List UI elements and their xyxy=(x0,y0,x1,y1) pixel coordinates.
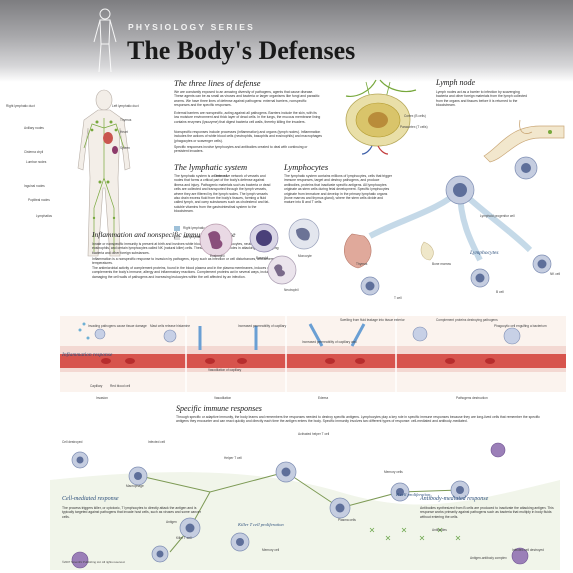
inflammation-response-panel xyxy=(60,316,566,392)
stage-label-pathogens-destruction: Pathogens destruction xyxy=(456,396,488,400)
three-lines-paragraph: Nonspecific responses include processes … xyxy=(174,130,322,143)
white-blood-cells-illustration xyxy=(199,218,320,285)
legend-right-drainage xyxy=(174,226,180,231)
specific-label-memory-cell: Memory cell xyxy=(262,548,280,552)
three-lines-paragraph: We are constantly exposed to an amazing … xyxy=(174,90,320,108)
body-label-lumbar-nodes: Lumbar nodes xyxy=(26,160,47,164)
inflammation-paragraph: The antimicrobial activity of complement… xyxy=(92,266,274,279)
specific-label-plasma-cells: Plasma cells xyxy=(338,518,356,522)
antibody-mediated-text: Antibodies synthesized from B cells are … xyxy=(420,506,554,519)
footer-credit: ©2007 Scientific Publishing Ltd. All rig… xyxy=(62,560,126,564)
series-label: PHYSIOLOGY SERIES xyxy=(128,22,255,32)
specific-label-helper-t: Helper T cell xyxy=(224,456,242,460)
body-label-inguinal-nodes: Inguinal nodes xyxy=(24,184,45,188)
stage-label-edema: Edema xyxy=(318,396,329,400)
inflammation-paragraph: Inflammation is a nonspecific response t… xyxy=(92,257,274,265)
body-label-thymus: Thymus xyxy=(120,118,132,122)
specific-label-antigen-antibody-complex: Antigen-antibody complex xyxy=(470,556,507,560)
stage-label-invasion: Invasion xyxy=(96,396,108,400)
lymphocyte-label-b-cell: B cell xyxy=(496,290,504,294)
lymphocyte-label-nk-cell: NK cell xyxy=(550,272,561,276)
header-figure-icon xyxy=(93,8,117,73)
body-label-right-lymphatic-duct: Right lymphatic duct xyxy=(6,104,35,108)
lymphatic-body-figure xyxy=(77,89,131,257)
lymph-node-illustration xyxy=(345,79,417,155)
specific-label-infected-cell: Infected cell xyxy=(148,440,166,444)
specific-label-antibodies: Antibodies xyxy=(432,528,447,532)
callout-invading-pathogens: Invading pathogens cause tissue damage xyxy=(88,324,147,328)
body-label-heart: Heart xyxy=(120,130,128,134)
three-lines-heading: The three lines of defense xyxy=(174,78,261,88)
lymphocyte-lineage-diagram xyxy=(344,156,552,296)
callout-permeability-wall: Increased permeability of capillary wall xyxy=(302,340,357,344)
inflammation-response-title: Inflammation response xyxy=(62,352,113,358)
cell-mediated-heading: Cell-mediated response xyxy=(62,496,119,502)
callout-swelling: Swelling from fluid leakage into tissue … xyxy=(340,318,405,322)
callout-phagocytic-cell: Phagocytic cell engulfing a bacterium xyxy=(494,324,547,328)
legend-right-drainage-label: Right lymphatic drainage xyxy=(183,226,219,230)
lymph-node-heading: Lymph node xyxy=(436,78,476,87)
three-lines-paragraph: External barriers are nonspecific, actin… xyxy=(174,111,321,124)
legend-left-drainage xyxy=(174,235,180,240)
body-label-lymphatics: Lymphatics xyxy=(36,214,53,218)
cell-label-basophil: Basophil xyxy=(256,256,269,260)
body-label-axillary-nodes: Axillary nodes xyxy=(24,126,44,130)
specific-text: Through specific or adaptive immunity, t… xyxy=(176,415,540,424)
lymph-node-label-cortex: Cortex (B cells) xyxy=(404,114,426,118)
lymphatic-system-text: The lymphatic system is an extensive net… xyxy=(174,174,271,214)
lymphocyte-label-thymus: Thymus xyxy=(356,262,368,266)
lymph-vessel-illustration xyxy=(483,119,565,163)
specific-heading: Specific immune responses xyxy=(176,404,262,413)
legend-left-drainage-label: Left lymphatic drainage xyxy=(183,235,216,239)
antibody-mediated-heading: Antibody-mediated response xyxy=(420,496,489,502)
callout-vasodilation-capillary: Vasodilation of capillary xyxy=(208,368,242,372)
body-label-spleen: Spleen xyxy=(120,146,130,150)
specific-label-macrophage: Macrophage xyxy=(126,484,144,488)
specific-label-activated-helper: Activated helper T cell xyxy=(298,432,330,436)
inflammation-heading: Inflammation and nonspecific immune resp… xyxy=(92,230,236,239)
lymphocyte-label-t-cell: T cell xyxy=(394,296,402,300)
lymphatic-system-heading: The lymphatic system xyxy=(174,162,248,172)
callout-red-blood-cell: Red blood cell xyxy=(110,384,131,388)
specific-response-diagram xyxy=(50,442,560,570)
body-label-left-lymphatic-duct: Left lymphatic duct xyxy=(112,104,139,108)
specific-label-killer-t: Killer T cell xyxy=(176,536,192,540)
body-label-popliteal-nodes: Popliteal nodes xyxy=(28,198,50,202)
header-band xyxy=(0,0,573,82)
page-title: The Body's Defenses xyxy=(127,36,356,65)
lymphocytes-diagram-title: Lymphocytes xyxy=(470,250,499,256)
specific-label-cell-destroyed: Cell destroyed xyxy=(62,440,83,444)
specific-label-memory-cells: Memory cells xyxy=(384,470,403,474)
body-label-cisterna-chyli: Cisterna chyli xyxy=(24,150,44,154)
specific-label-antigen: Antigen xyxy=(166,520,177,524)
callout-increased-permeability: Increased permeability of capillary xyxy=(238,324,287,328)
stage-label-vasodilation: Vasodilation xyxy=(214,396,232,400)
lymph-node-label-paracortex: Paracortex (T cells) xyxy=(400,125,428,129)
inflammation-paragraph: Innate or nonspecific immunity is presen… xyxy=(92,242,279,255)
callout-complement-proteins: Complement proteins destroying pathogens xyxy=(436,318,498,322)
lymphocytes-text: The lymphatic system contains millions o… xyxy=(284,174,392,205)
lymphocyte-label-bone-marrow: Bone marrow xyxy=(432,262,451,266)
lymphocytes-heading: Lymphocytes xyxy=(284,162,329,172)
specific-label-infected-cell-destroyed: Infected cell destroyed xyxy=(512,548,544,552)
lymph-node-text: Lymph nodes act as a barrier to infectio… xyxy=(436,90,528,108)
lymphocyte-label-progenitor: Lymphoid progenitor cell xyxy=(480,214,515,218)
specific-label-b-cell-proliferation: B cell proliferation xyxy=(396,492,431,497)
three-lines-paragraph: Specific responses involve lymphocytes a… xyxy=(174,145,308,154)
cell-label-eosinophil: Eosinophil xyxy=(210,254,225,258)
specific-label-killer-t-proliferation: Killer T cell proliferation xyxy=(238,522,284,527)
lymphocyte-label-stem-cell: Stem cell xyxy=(214,174,228,178)
cell-label-monocyte: Monocyte xyxy=(298,254,312,258)
cell-mediated-text: The process triggers killer, or cytotoxi… xyxy=(62,506,201,519)
cell-label-neutrophil: Neutrophil xyxy=(284,288,299,292)
callout-mast-cells: Mast cells release histamine xyxy=(150,324,191,328)
callout-capillary: Capillary xyxy=(90,384,103,388)
